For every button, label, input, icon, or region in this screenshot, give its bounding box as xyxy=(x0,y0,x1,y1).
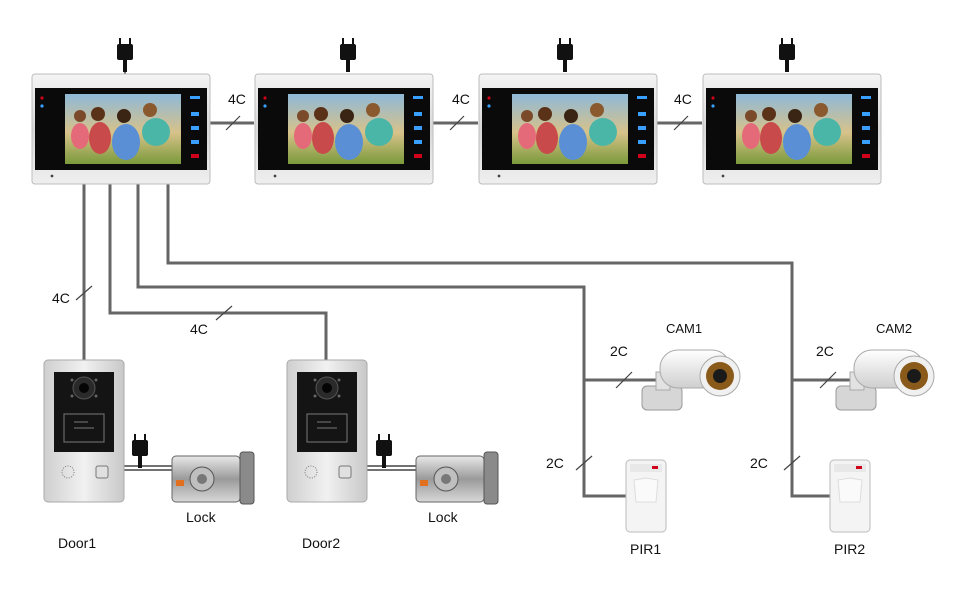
pir1-wire xyxy=(582,380,626,498)
cam1-cable-label: 2C xyxy=(610,343,628,359)
monitor-1 xyxy=(31,38,211,185)
lock2-label: Lock xyxy=(428,509,459,525)
monitor-2 xyxy=(254,38,434,185)
power-adapter-icon xyxy=(117,38,133,72)
lock-2 xyxy=(415,451,499,505)
monitor-link-2-label: 4C xyxy=(452,91,470,107)
pir2-cable-label: 2C xyxy=(750,455,768,471)
power-adapter-icon xyxy=(376,434,392,468)
camera-1 xyxy=(641,349,741,411)
monitor-link-3-label: 4C xyxy=(674,91,692,107)
pir-sensor-2 xyxy=(829,459,871,533)
lock1-label: Lock xyxy=(186,509,217,525)
power-adapter-icon xyxy=(557,38,573,72)
pir1-label: PIR1 xyxy=(630,541,661,557)
door-station-1 xyxy=(43,359,125,503)
pir-sensor-1 xyxy=(625,459,667,533)
power-adapter-icon xyxy=(132,434,148,468)
cam2-wire xyxy=(166,183,860,382)
monitor-3 xyxy=(478,38,658,185)
pir1-cable-label: 2C xyxy=(546,455,564,471)
power-adapter-icon xyxy=(340,38,356,72)
monitor-4 xyxy=(702,38,882,185)
cam2-cable-label: 2C xyxy=(816,343,834,359)
camera-2 xyxy=(835,349,935,411)
cam1-wire xyxy=(136,183,664,382)
door2-label: Door2 xyxy=(302,535,340,551)
cable-ticks xyxy=(75,115,837,471)
pir2-label: PIR2 xyxy=(834,541,865,557)
door2-wire xyxy=(108,183,328,360)
lock-1 xyxy=(171,451,255,505)
door1-label: Door1 xyxy=(58,535,96,551)
cam1-label: CAM1 xyxy=(666,321,702,336)
door1-cable-label: 4C xyxy=(52,290,70,306)
pir2-wire xyxy=(790,380,830,498)
door-station-2 xyxy=(286,359,368,503)
cam2-label: CAM2 xyxy=(876,321,912,336)
power-adapter-icon xyxy=(779,38,795,72)
monitor-link-1-label: 4C xyxy=(228,91,246,107)
door2-cable-label: 4C xyxy=(190,321,208,337)
